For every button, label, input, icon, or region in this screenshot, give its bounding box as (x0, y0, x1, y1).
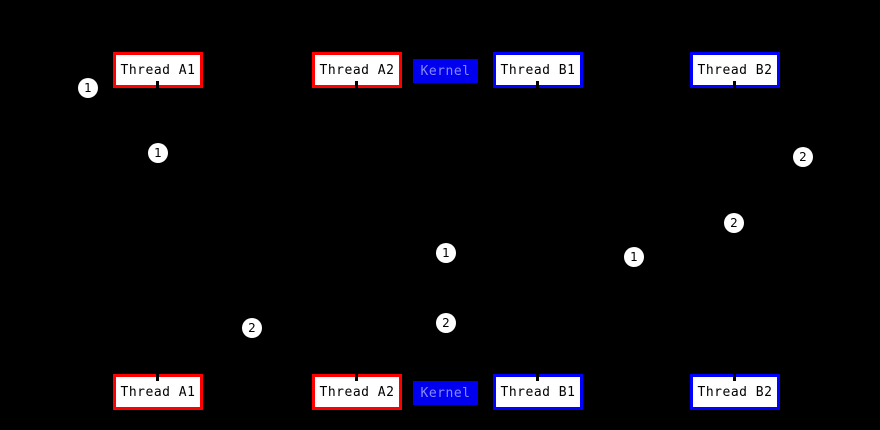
step-marker-label: 1 (442, 246, 450, 260)
step-marker-label: 2 (442, 316, 450, 330)
step-marker: 2 (724, 213, 744, 233)
lifeline-tick (156, 374, 159, 381)
lifeline-tick (355, 374, 358, 381)
step-marker: 2 (793, 147, 813, 167)
step-marker: 1 (148, 143, 168, 163)
lifeline-tick (355, 81, 358, 88)
lifeline-tick (733, 374, 736, 381)
lifeline-tick (156, 81, 159, 88)
step-marker: 1 (436, 243, 456, 263)
step-marker-label: 2 (730, 216, 738, 230)
step-marker-label: 1 (154, 146, 162, 160)
lifeline-tick (536, 374, 539, 381)
lifeline-tick (733, 81, 736, 88)
entity-label: Kernel (420, 63, 471, 79)
entity-label: Thread B1 (500, 62, 576, 78)
step-marker: 1 (624, 247, 644, 267)
step-marker-label: 1 (84, 81, 92, 95)
entity-label: Thread B2 (697, 62, 773, 78)
step-marker: 1 (78, 78, 98, 98)
entity-label: Thread A2 (319, 384, 395, 400)
entity-label: Thread A2 (319, 62, 395, 78)
entity-label: Kernel (420, 385, 471, 401)
entity-label: Thread A1 (120, 62, 196, 78)
entity-kernel-top: Kernel (413, 59, 478, 83)
step-marker-label: 1 (630, 250, 638, 264)
lifeline-tick (536, 81, 539, 88)
step-marker: 2 (242, 318, 262, 338)
entity-label: Thread A1 (120, 384, 196, 400)
step-marker-label: 2 (248, 321, 256, 335)
entity-label: Thread B2 (697, 384, 773, 400)
entity-label: Thread B1 (500, 384, 576, 400)
step-marker: 2 (436, 313, 456, 333)
entity-kernel-bottom: Kernel (413, 381, 478, 405)
step-marker-label: 2 (799, 150, 807, 164)
